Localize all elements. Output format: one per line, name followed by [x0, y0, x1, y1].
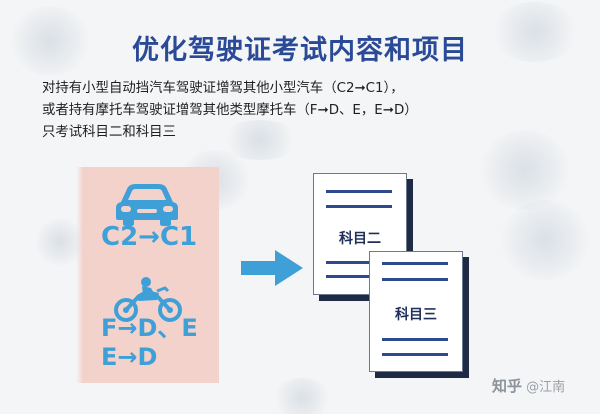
motorcycle-upgrade-line: E→D — [101, 343, 158, 371]
motorcycle-icon — [114, 277, 182, 322]
car-icon — [116, 184, 178, 226]
intro-line: 对持有小型自动挡汽车驾驶证增驾其他小型汽车（C2➞C1）， — [42, 81, 404, 96]
document-line — [326, 261, 392, 264]
intro-text: 对持有小型自动挡汽车驾驶证增驾其他小型汽车（C2➞C1）， 或者持有摩托车驾驶证… — [42, 78, 582, 144]
watermark: 知乎 @江南 — [492, 375, 565, 396]
background-decoration — [490, 2, 580, 62]
right-arrow-icon — [241, 250, 303, 286]
watermark-author: @江南 — [526, 380, 566, 395]
background-decoration — [500, 200, 590, 280]
background-decoration — [480, 130, 570, 210]
background-decoration — [220, 120, 300, 160]
document-line — [326, 205, 392, 208]
document-line — [326, 190, 392, 193]
document-card-subject-three: 科目三 — [369, 251, 463, 372]
document-line — [326, 275, 392, 278]
watermark-site: 知乎 — [492, 377, 523, 395]
panel-shadow — [76, 167, 82, 383]
document-line — [382, 278, 448, 281]
intro-line: 或者持有摩托车驾驶证增驾其他类型摩托车（F➞D、E，E➞D） — [42, 103, 418, 118]
background-decoration — [272, 378, 332, 414]
document-line — [382, 338, 448, 341]
motorcycle-upgrade-line: F→D、E — [101, 314, 198, 342]
page-title: 优化驾驶证考试内容和项目 — [132, 35, 468, 66]
car-license-upgrade-label: C2→C1 — [101, 222, 198, 252]
background-decoration — [10, 6, 90, 76]
document-line — [382, 353, 448, 356]
motorcycle-license-upgrade-label: F→D、E E→D — [101, 314, 198, 372]
document-label: 科目二 — [339, 231, 381, 247]
intro-line: 只考试科目二和科目三 — [42, 125, 176, 140]
document-label: 科目三 — [395, 307, 437, 323]
document-line — [382, 262, 448, 265]
